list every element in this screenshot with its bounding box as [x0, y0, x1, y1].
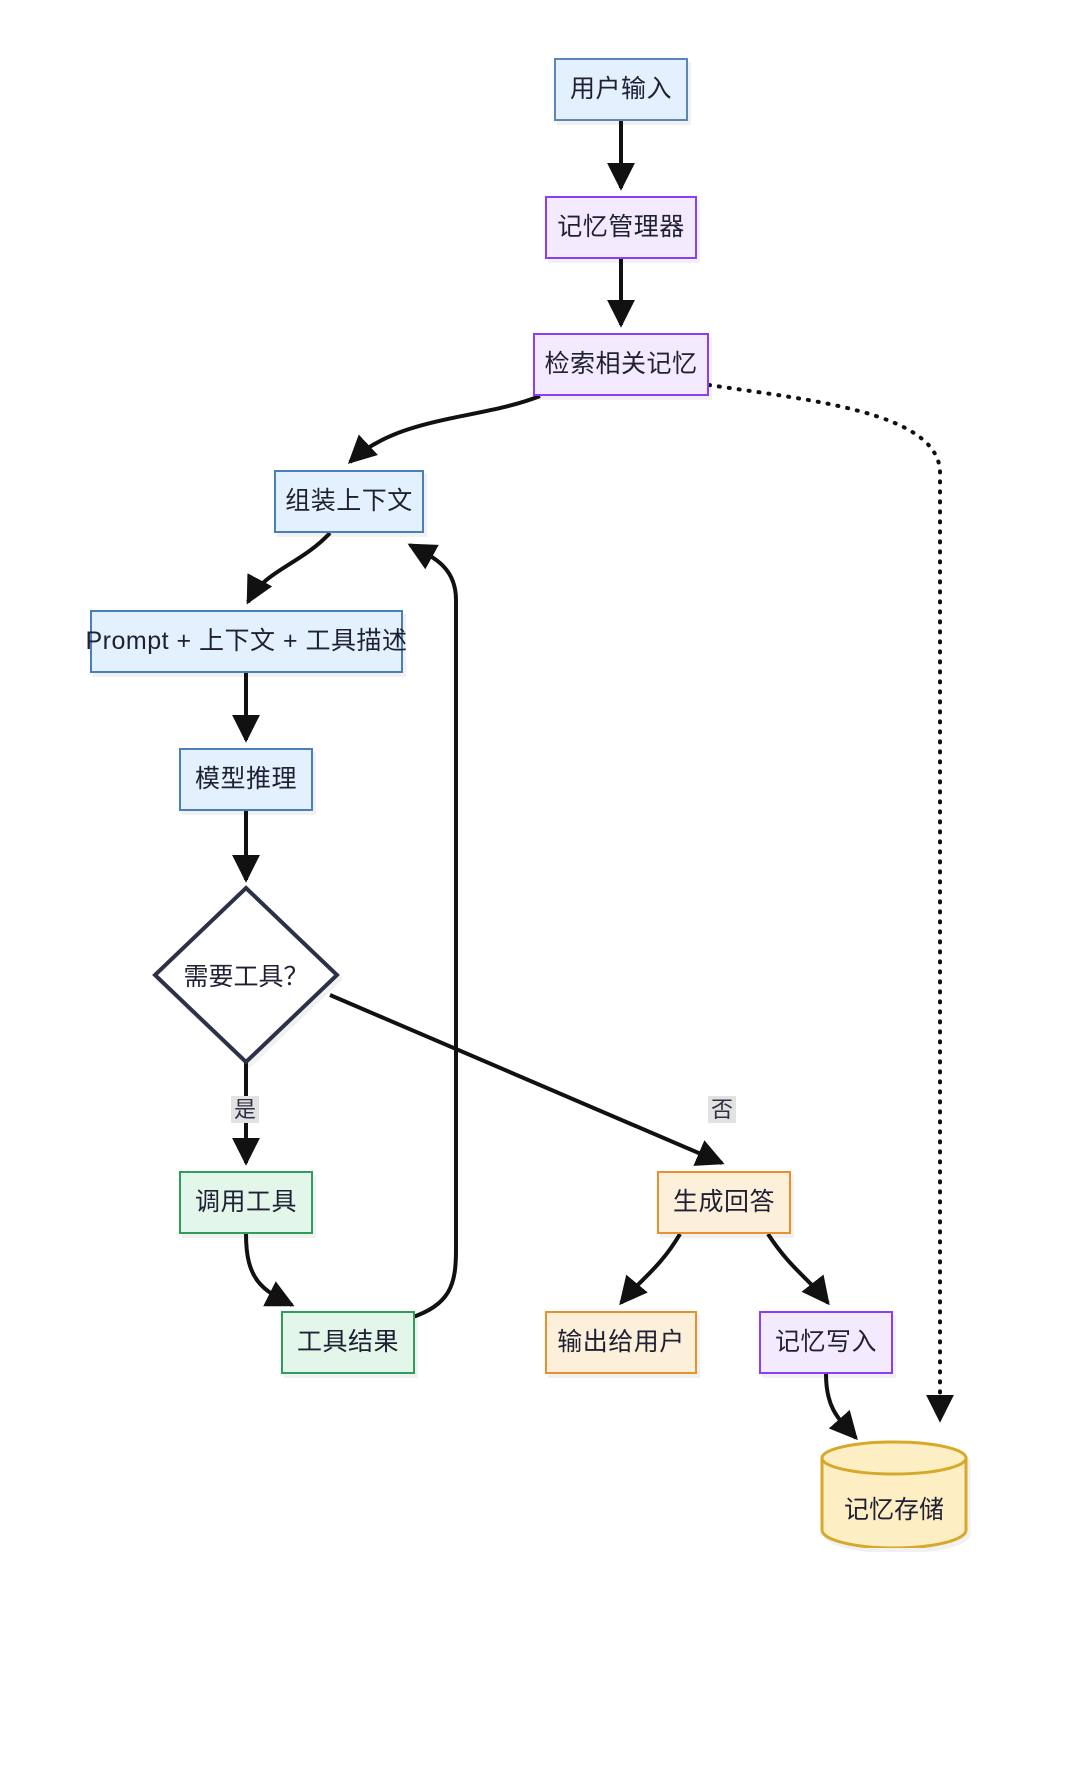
node-prompt-bundle[interactable]: Prompt + 上下文 + 工具描述: [85, 610, 407, 673]
node-need-tool[interactable]: 需要工具？: [152, 885, 340, 1065]
node-generate-answer-label: 生成回答: [672, 1187, 775, 1216]
edge-retrieve-memory-to-memory-store: [707, 383, 954, 1423]
node-output-user[interactable]: 输出给用户: [545, 1311, 697, 1374]
node-memory-store-label: 记忆存储: [843, 1496, 944, 1524]
node-generate-answer[interactable]: 生成回答: [657, 1171, 791, 1234]
edge-retrieve-memory-to-assemble-context: [347, 394, 541, 464]
node-tool-result[interactable]: 工具结果: [281, 1311, 415, 1374]
node-user-input[interactable]: 用户输入: [554, 58, 688, 121]
node-output-user-label: 输出给用户: [557, 1327, 685, 1356]
node-tool-result-label: 工具结果: [296, 1327, 399, 1356]
edge-label-yes: 是: [231, 1096, 260, 1124]
edge-generate-answer-to-output-user: [619, 1232, 682, 1306]
edge-call-tool-to-tool-result: [244, 1233, 295, 1307]
node-retrieve-memory[interactable]: 检索相关记忆: [533, 333, 709, 396]
node-memory-manager[interactable]: 记忆管理器: [545, 196, 697, 259]
edge-memory-write-to-memory-store: [824, 1373, 858, 1441]
node-prompt-bundle-label: Prompt + 上下文 + 工具描述: [85, 626, 408, 655]
node-call-tool[interactable]: 调用工具: [179, 1171, 313, 1234]
node-memory-manager-label: 记忆管理器: [557, 212, 685, 241]
node-memory-write[interactable]: 记忆写入: [759, 1311, 893, 1374]
edge-need-tool-no-to-generate-answer: [329, 993, 725, 1166]
edge-tool-result-to-assemble-context: [407, 543, 458, 1320]
node-memory-write-label: 记忆写入: [774, 1327, 877, 1356]
node-user-input-label: 用户输入: [569, 74, 672, 103]
memory-store-cylinder-shape: [820, 1440, 968, 1550]
need-tool-diamond-shape: [152, 885, 340, 1065]
node-assemble-context[interactable]: 组装上下文: [274, 470, 424, 533]
node-model-inference[interactable]: 模型推理: [179, 748, 313, 811]
edge-label-no: 否: [708, 1096, 737, 1124]
node-retrieve-memory-label: 检索相关记忆: [544, 349, 698, 378]
node-call-tool-label: 调用工具: [194, 1187, 297, 1216]
node-model-inference-label: 模型推理: [194, 764, 297, 793]
node-memory-store[interactable]: 记忆存储: [820, 1440, 968, 1550]
node-assemble-context-label: 组装上下文: [285, 486, 413, 515]
edge-generate-answer-to-memory-write: [766, 1232, 830, 1306]
node-need-tool-label: 需要工具？: [183, 963, 309, 991]
edge-assemble-context-to-prompt-bundle: [246, 531, 332, 605]
